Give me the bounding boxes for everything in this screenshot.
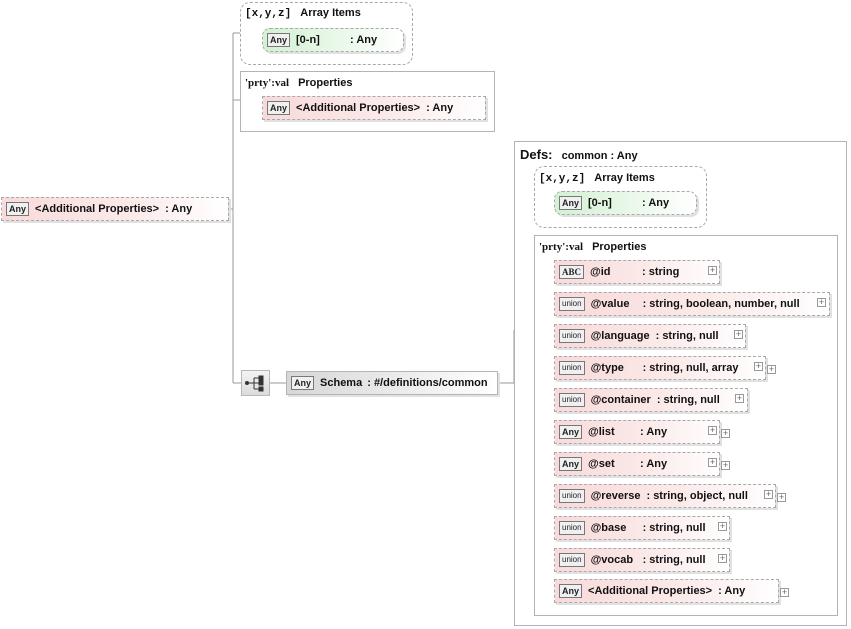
expand-icon[interactable]: + bbox=[734, 329, 743, 339]
node-name: @type bbox=[590, 362, 624, 374]
union-type-icon: union bbox=[559, 297, 585, 311]
property-list-node[interactable]: Any @list : Any + + bbox=[554, 420, 730, 444]
property-vocab-node[interactable]: union @vocab : string, null + bbox=[554, 548, 730, 572]
node-name: @reverse bbox=[590, 490, 641, 502]
node-name: @container bbox=[590, 394, 651, 406]
any-type-icon: Any bbox=[267, 33, 291, 47]
array-icon: [x,y,z] bbox=[245, 8, 292, 20]
any-type-icon: Any bbox=[559, 457, 583, 471]
defs-title: common : Any bbox=[561, 150, 638, 162]
properties-title: Properties bbox=[592, 241, 647, 253]
node-name: @language bbox=[590, 330, 650, 342]
property-container-node[interactable]: union @container : string, null + bbox=[554, 388, 748, 412]
array-items-title: Array Items bbox=[594, 172, 655, 184]
expand-icon[interactable]: + bbox=[721, 428, 730, 438]
node-type: : string, object, null bbox=[646, 490, 748, 502]
property-reverse-node[interactable]: union @reverse : string, object, null + … bbox=[554, 484, 786, 508]
defs-label: Defs: bbox=[520, 147, 553, 162]
expand-icon[interactable]: + bbox=[708, 265, 717, 275]
node-name: @vocab bbox=[590, 554, 634, 566]
node-type: : string bbox=[642, 266, 680, 278]
schema-node[interactable]: Any Schema : #/definitions/common bbox=[286, 371, 498, 395]
node-name: @value bbox=[590, 298, 630, 310]
properties-additional-node[interactable]: Any <Additional Properties> : Any bbox=[262, 96, 486, 120]
node-name: <Additional Properties> bbox=[296, 102, 421, 114]
properties-icon: 'prty':val bbox=[245, 77, 289, 89]
root-additional-properties-node[interactable]: Any <Additional Properties> : Any bbox=[1, 197, 229, 221]
node-type: : Any bbox=[642, 197, 670, 209]
any-type-icon: Any bbox=[559, 425, 583, 439]
node-name: @base bbox=[590, 522, 627, 534]
sequence-glyph bbox=[245, 375, 264, 392]
node-name: [0-n] bbox=[588, 197, 612, 209]
expand-icon[interactable]: + bbox=[718, 553, 727, 563]
property-additional-node[interactable]: Any <Additional Properties> : Any + bbox=[554, 579, 789, 603]
any-type-icon: Any bbox=[559, 584, 583, 598]
expand-icon[interactable]: + bbox=[735, 393, 744, 403]
array-icon: [x,y,z] bbox=[539, 173, 586, 185]
expand-icon[interactable]: + bbox=[721, 460, 730, 470]
node-type: : string, null, array bbox=[642, 362, 739, 374]
expand-icon[interactable]: + bbox=[708, 457, 717, 467]
node-name: [0-n] bbox=[296, 34, 320, 46]
node-type: : Any bbox=[165, 203, 193, 215]
node-type: : Any bbox=[640, 426, 668, 438]
expand-icon[interactable]: + bbox=[777, 492, 786, 502]
expand-icon[interactable]: + bbox=[817, 297, 826, 307]
any-type-icon: Any bbox=[6, 202, 30, 216]
node-type: : string, null bbox=[655, 330, 719, 342]
node-type: : string, null bbox=[642, 522, 706, 534]
array-item-node[interactable]: Any [0-n] : Any bbox=[262, 28, 404, 52]
node-name: @id bbox=[590, 266, 611, 278]
property-set-node[interactable]: Any @set : Any + + bbox=[554, 452, 730, 476]
expand-icon[interactable]: + bbox=[754, 361, 763, 371]
union-type-icon: union bbox=[559, 521, 585, 535]
union-type-icon: union bbox=[559, 329, 585, 343]
properties-icon: 'prty':val bbox=[539, 241, 583, 253]
property-id-node[interactable]: ABC @id : string + bbox=[554, 260, 720, 284]
defs-header: Defs: common : Any bbox=[520, 147, 638, 162]
property-type-node[interactable]: union @type : string, null, array + + bbox=[554, 356, 776, 380]
array-items-header: [x,y,z] Array Items bbox=[539, 172, 655, 185]
any-type-icon: Any bbox=[267, 101, 291, 115]
node-name: <Additional Properties> bbox=[588, 585, 713, 597]
node-name: Schema bbox=[320, 377, 363, 389]
node-type: : Any bbox=[718, 585, 746, 597]
property-base-node[interactable]: union @base : string, null + bbox=[554, 516, 730, 540]
node-type: : string, null bbox=[642, 554, 706, 566]
properties-header: 'prty':val Properties bbox=[539, 241, 646, 253]
node-name: @set bbox=[588, 458, 615, 470]
node-type: : Any bbox=[426, 102, 454, 114]
node-type: : string, boolean, number, null bbox=[642, 298, 800, 310]
expand-icon[interactable]: + bbox=[718, 521, 727, 531]
properties-header: 'prty':val Properties bbox=[245, 77, 352, 89]
defs-array-item-node[interactable]: Any [0-n] : Any bbox=[554, 191, 697, 215]
node-name: @list bbox=[588, 426, 615, 438]
expand-icon[interactable]: + bbox=[767, 364, 776, 374]
array-items-header: [x,y,z] Array Items bbox=[245, 7, 361, 20]
union-type-icon: union bbox=[559, 553, 585, 567]
node-type: : Any bbox=[350, 34, 378, 46]
node-type: : string, null bbox=[656, 394, 720, 406]
any-type-icon: Any bbox=[559, 196, 583, 210]
property-language-node[interactable]: union @language : string, null + bbox=[554, 324, 746, 348]
node-type: : Any bbox=[640, 458, 668, 470]
sequence-icon[interactable] bbox=[241, 370, 270, 396]
any-type-icon: Any bbox=[291, 376, 315, 390]
expand-icon[interactable]: + bbox=[764, 489, 773, 499]
properties-title: Properties bbox=[298, 77, 353, 89]
union-type-icon: union bbox=[559, 393, 585, 407]
array-items-title: Array Items bbox=[300, 7, 361, 19]
union-type-icon: union bbox=[559, 361, 585, 375]
node-name: <Additional Properties> bbox=[35, 203, 160, 215]
string-type-icon: ABC bbox=[559, 265, 585, 279]
expand-icon[interactable]: + bbox=[708, 425, 717, 435]
property-value-node[interactable]: union @value : string, boolean, number, … bbox=[554, 292, 830, 316]
expand-icon[interactable]: + bbox=[780, 587, 789, 597]
union-type-icon: union bbox=[559, 489, 585, 503]
node-type: : #/definitions/common bbox=[367, 377, 488, 389]
